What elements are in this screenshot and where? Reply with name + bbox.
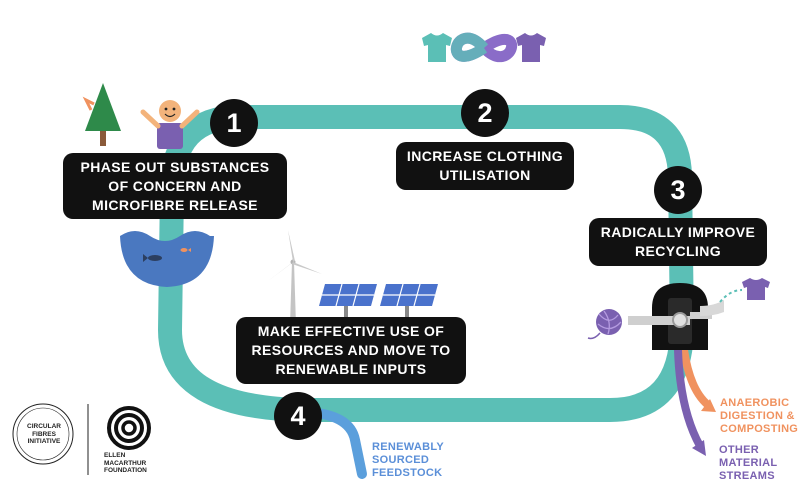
step-2-line-2: UTILISATION xyxy=(439,167,531,183)
step-3-number: 3 xyxy=(654,166,702,214)
wave-icon xyxy=(120,231,214,287)
renewable-line-3: FEEDSTOCK xyxy=(372,467,443,479)
anaerobic-line-3: COMPOSTING xyxy=(720,423,799,435)
emf-line-3: FOUNDATION xyxy=(104,467,147,474)
anaerobic-line-2: DIGESTION & xyxy=(720,410,795,422)
wind-turbine-icon xyxy=(268,230,322,325)
other-material-label: OTHER MATERIAL STREAMS xyxy=(719,444,777,483)
circular-fibres-logo-mark xyxy=(12,403,74,465)
anaerobic-line xyxy=(680,346,712,409)
emf-line-1: ELLEN xyxy=(104,452,126,459)
other-material-arrow xyxy=(692,440,706,456)
tree-icon xyxy=(82,83,121,146)
anaerobic-label: ANAEROBIC DIGESTION & COMPOSTING xyxy=(720,397,798,436)
step-4-number: 4 xyxy=(274,392,322,440)
step-4-line-1: MAKE EFFECTIVE USE OF xyxy=(257,323,445,339)
other-material-line xyxy=(674,346,704,450)
step-1-line-3: MICROFIBRE RELEASE xyxy=(92,196,258,213)
step-4-line-3: RENEWABLE INPUTS xyxy=(275,361,427,377)
anaerobic-arrow xyxy=(701,399,716,412)
step-3-line-1: RADICALLY IMPROVE xyxy=(600,224,756,240)
other-line-3: STREAMS xyxy=(719,470,775,482)
step-1-number: 1 xyxy=(210,99,258,147)
person-icon xyxy=(140,100,200,149)
renewable-line-2: SOURCED xyxy=(372,454,430,466)
renewable-feedstock-label: RENEWABLY SOURCED FEEDSTOCK xyxy=(372,441,444,480)
step-3-box: RADICALLY IMPROVE RECYCLING xyxy=(589,218,767,266)
emf-line-2: MACARTHUR xyxy=(104,459,147,467)
step-3-line-2: RECYCLING xyxy=(634,243,722,259)
cfi-line-3: INITIATIVE xyxy=(27,438,61,445)
other-line-1: OTHER xyxy=(719,444,759,456)
step-4-box: MAKE EFFECTIVE USE OF RESOURCES AND MOVE… xyxy=(236,317,466,384)
step-2-line-1: INCREASE CLOTHING xyxy=(406,148,564,164)
emf-logo-text: ELLEN MACARTHUR FOUNDATION xyxy=(104,452,147,475)
step-1-line-2: OF CONCERN AND xyxy=(108,177,242,194)
step-1-box: PHASE OUT SUBSTANCES OF CONCERN AND MICR… xyxy=(63,153,287,219)
step-1-line-1: PHASE OUT SUBSTANCES xyxy=(80,158,270,175)
other-line-2: MATERIAL xyxy=(719,457,778,469)
cfi-line-1: CIRCULAR xyxy=(27,423,61,430)
infinity-icon xyxy=(450,32,518,63)
step-2-number: 2 xyxy=(461,89,509,137)
circular-fibres-logo-text: CIRCULAR FIBRES INITIATIVE xyxy=(24,423,64,446)
step-2-box: INCREASE CLOTHING UTILISATION xyxy=(396,142,574,190)
step-4-line-2: RESOURCES AND MOVE TO xyxy=(251,342,451,358)
fish-icon xyxy=(143,248,191,262)
emf-logo-mark xyxy=(107,406,151,450)
tshirt-icon xyxy=(422,33,546,62)
cfi-line-2: FIBRES xyxy=(32,430,56,438)
recycling-machine-icon xyxy=(628,278,770,350)
solar-panel-icon xyxy=(319,283,438,318)
renewable-line-1: RENEWABLY xyxy=(372,441,444,453)
anaerobic-line-1: ANAEROBIC xyxy=(720,397,790,409)
yarn-ball-icon xyxy=(587,309,622,340)
